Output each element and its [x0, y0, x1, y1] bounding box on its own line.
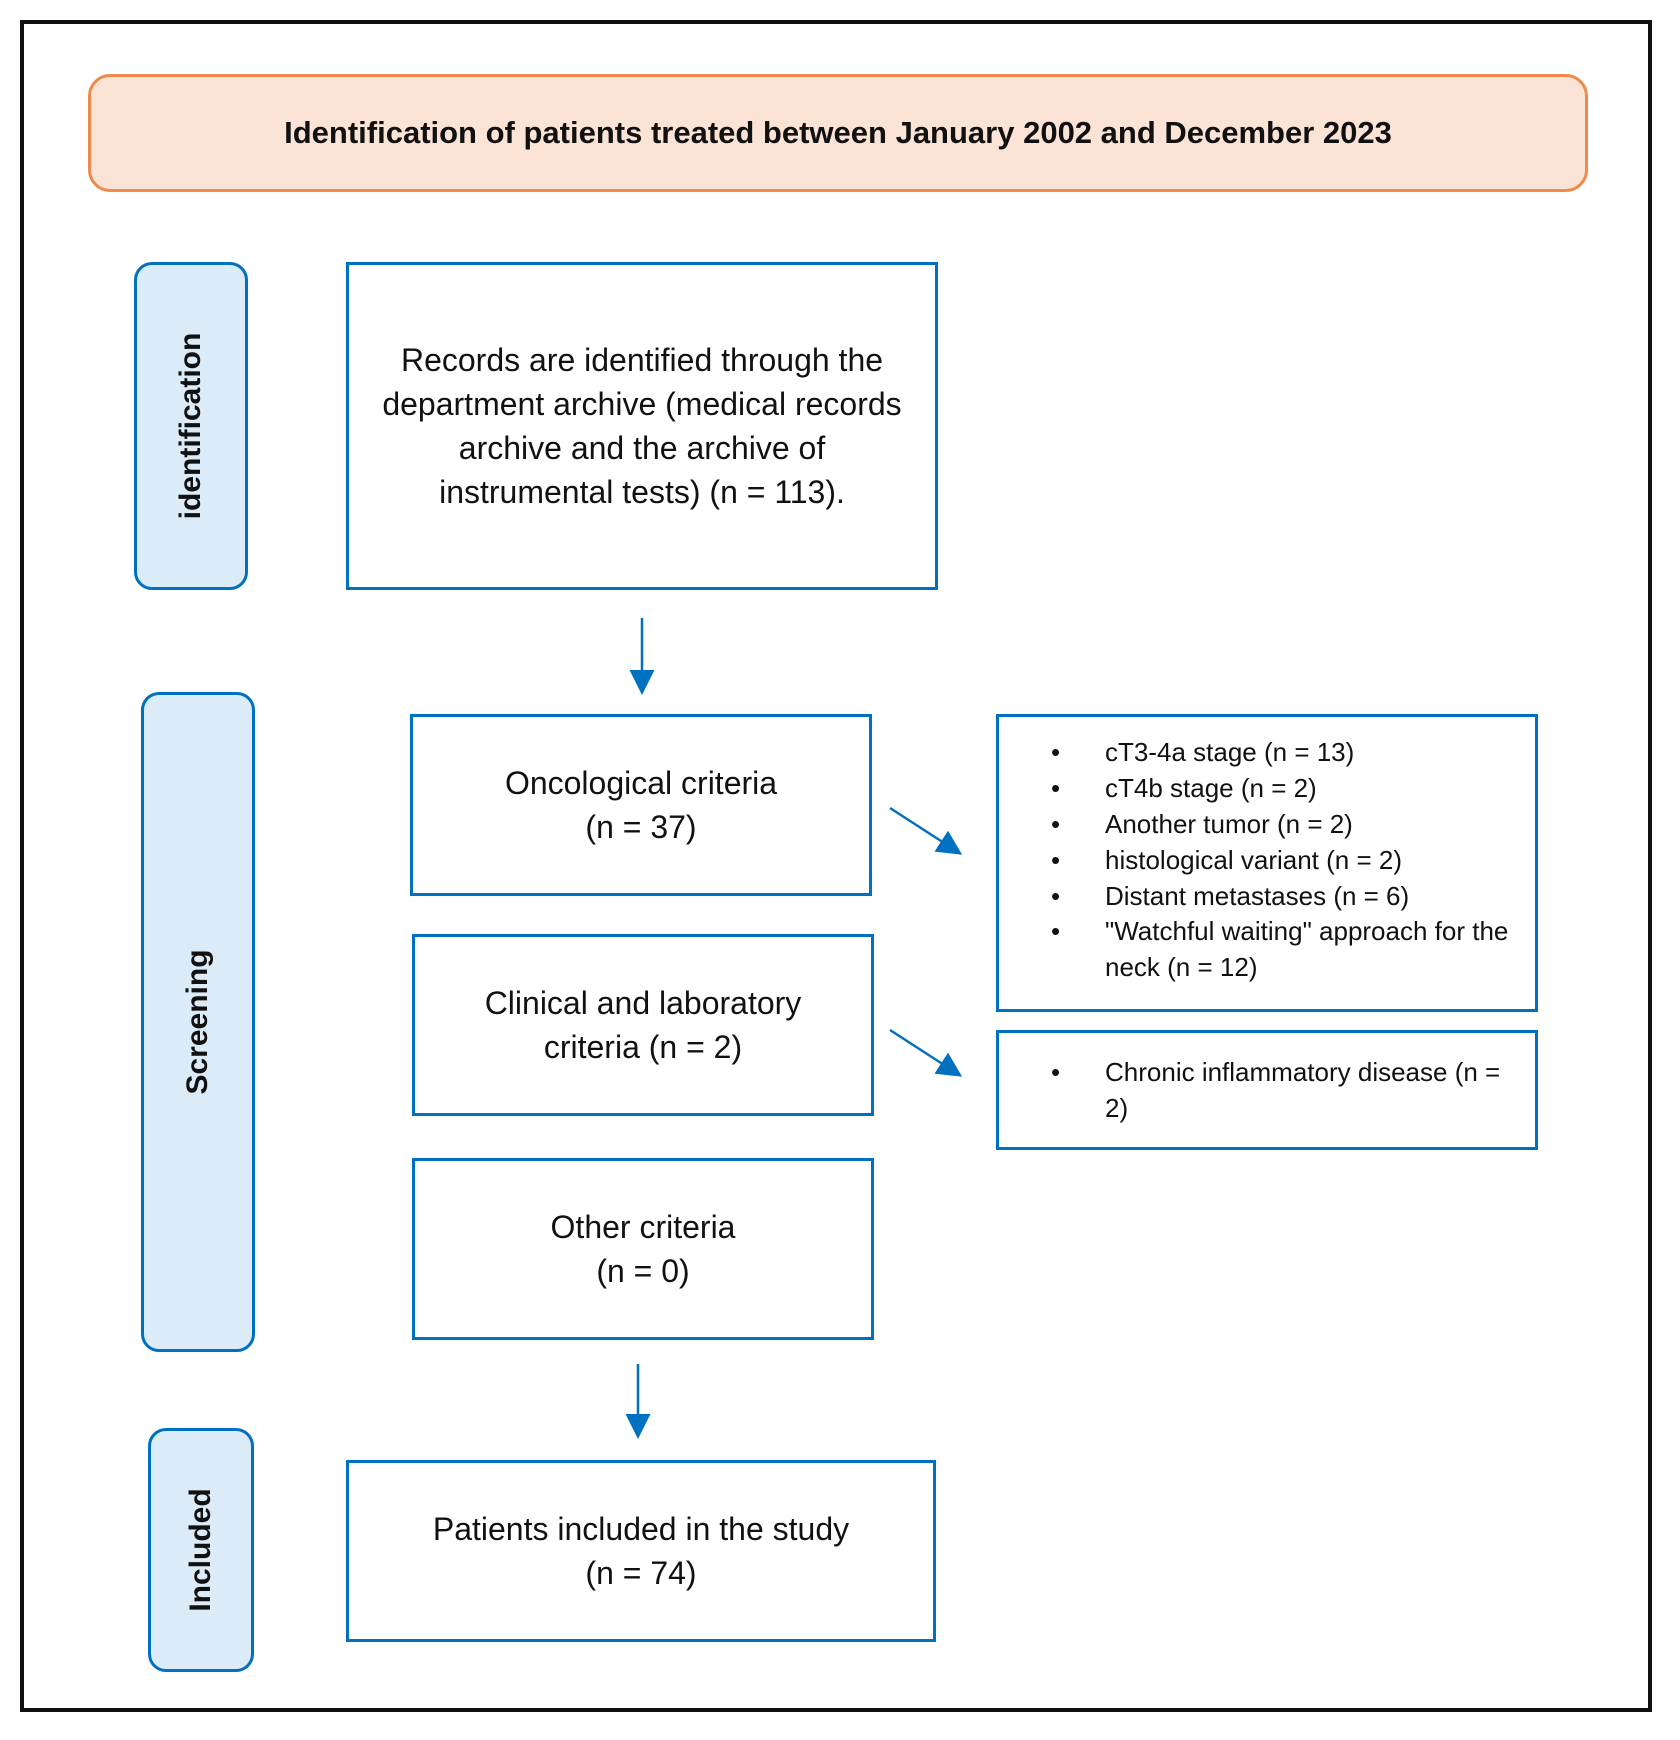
- bullet-icon: •: [1051, 772, 1061, 803]
- bullet-icon: •: [1051, 880, 1061, 911]
- list-item: •histological variant (n = 2): [999, 843, 1515, 879]
- included-box: Patients included in the study (n = 74): [346, 1460, 936, 1642]
- other-criteria-box: Other criteria (n = 0): [412, 1158, 874, 1340]
- records-text: Records are identified through the depar…: [382, 341, 902, 511]
- oncological-criteria-text: Oncological criteria (n = 37): [505, 761, 777, 849]
- clinical-criteria-box: Clinical and laboratory criteria (n = 2): [412, 934, 874, 1116]
- list-item: •cT4b stage (n = 2): [999, 771, 1515, 807]
- stage-screening: Screening: [141, 692, 255, 1352]
- list-item: •cT3-4a stage (n = 13): [999, 735, 1515, 771]
- bullet-icon: •: [1051, 808, 1061, 839]
- other-criteria-label: Other criteria: [550, 1208, 736, 1245]
- list-item: •Another tumor (n = 2): [999, 807, 1515, 843]
- stage-included: Included: [148, 1428, 254, 1672]
- clinical-criteria-count: criteria (n = 2): [543, 1029, 743, 1065]
- bullet-icon: •: [1051, 1057, 1061, 1087]
- header-banner: Identification of patients treated betwe…: [88, 74, 1588, 192]
- oncological-exclusions-list: •cT3-4a stage (n = 13) •cT4b stage (n = …: [999, 735, 1515, 986]
- oncological-criteria-label: Oncological criteria: [504, 764, 778, 801]
- clinical-criteria-text: Clinical and laboratory criteria (n = 2): [485, 981, 802, 1069]
- bullet-icon: •: [1051, 844, 1061, 875]
- list-item: •Distant metastases (n = 6): [999, 879, 1515, 915]
- bullet-icon: •: [1051, 737, 1061, 767]
- other-criteria-count: (n = 0): [596, 1253, 690, 1289]
- included-text: Patients included in the study (n = 74): [433, 1507, 849, 1595]
- bullet-icon: •: [1051, 916, 1061, 947]
- included-count: (n = 74): [585, 1555, 697, 1591]
- clinical-criteria-label: Clinical and laboratory: [484, 984, 802, 1021]
- clinical-exclusions-list: •Chronic inflammatory disease (n = 2): [999, 1055, 1505, 1127]
- list-item: •"Watchful waiting" approach for the nec…: [1051, 916, 1509, 983]
- header-title: Identification of patients treated betwe…: [284, 115, 1392, 150]
- stage-included-label: Included: [184, 1488, 217, 1612]
- stage-screening-label: Screening: [181, 949, 214, 1095]
- records-box: Records are identified through the depar…: [346, 262, 938, 590]
- clinical-exclusions-box: •Chronic inflammatory disease (n = 2): [996, 1030, 1538, 1150]
- stage-identification: identification: [134, 262, 248, 590]
- oncological-exclusions-box: •cT3-4a stage (n = 13) •cT4b stage (n = …: [996, 714, 1538, 1012]
- oncological-criteria-box: Oncological criteria (n = 37): [410, 714, 872, 896]
- oncological-criteria-count: (n = 37): [585, 809, 697, 845]
- list-item: •Chronic inflammatory disease (n = 2): [1051, 1057, 1501, 1123]
- other-criteria-text: Other criteria (n = 0): [551, 1205, 736, 1293]
- stage-identification-label: identification: [174, 332, 207, 520]
- included-label: Patients included in the study: [432, 1510, 850, 1547]
